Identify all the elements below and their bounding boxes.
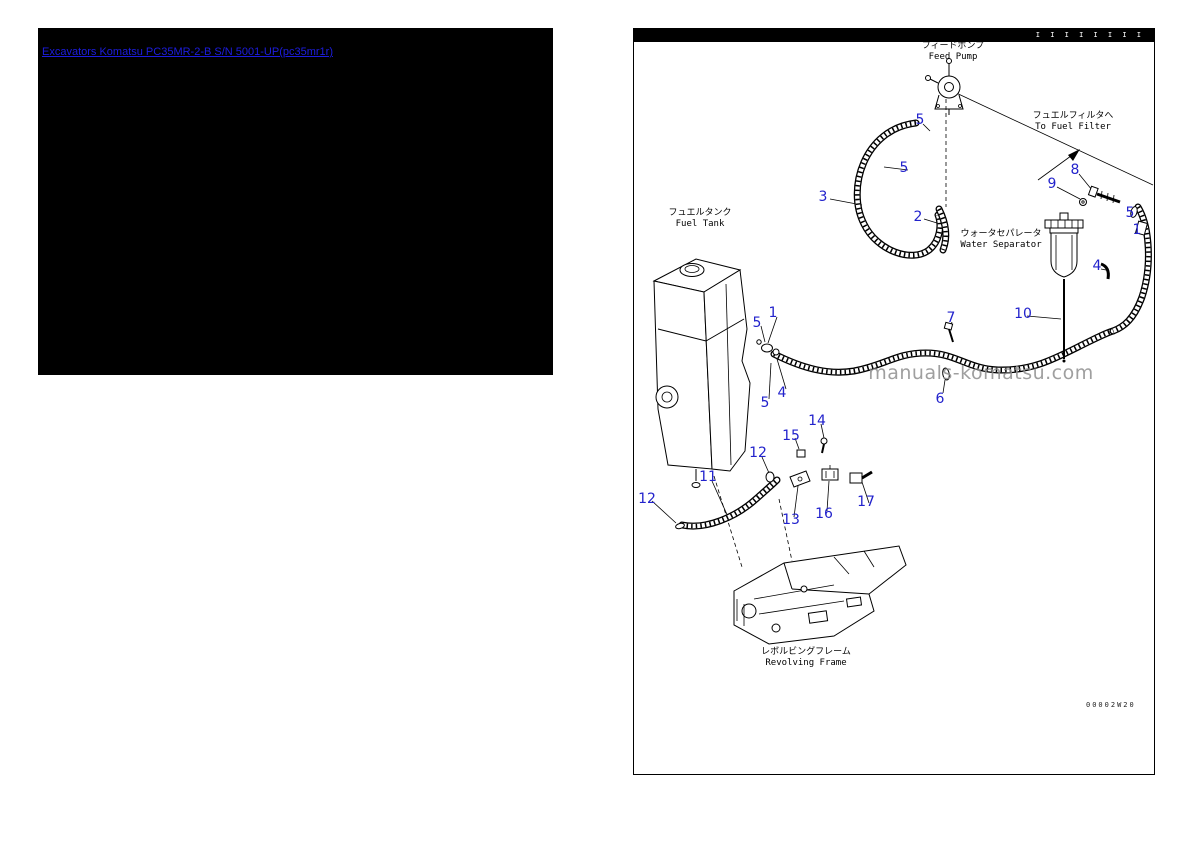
diagram-panel: I I I I I I I I [633, 28, 1155, 775]
manual-title-link[interactable]: Excavators Komatsu PC35MR-2-B S/N 5001-U… [42, 46, 333, 58]
panel-top-bar: I I I I I I I I [634, 29, 1154, 42]
lower-fittings-drawing [675, 437, 873, 530]
revolving-frame-drawing [733, 545, 907, 645]
tank-fittings-drawing [756, 339, 780, 356]
clamp-6-drawing [942, 367, 950, 381]
parts-diagram-linework [651, 58, 1154, 645]
right-fittings-drawing [1100, 206, 1148, 280]
bolt-7-drawing [943, 321, 954, 343]
top-bar-marks: I I I I I I I I [1035, 31, 1144, 39]
left-black-panel [38, 28, 553, 375]
hose-3-drawing [857, 123, 940, 255]
bolt-8-drawing [1087, 185, 1121, 204]
fuel-tank-drawing [652, 258, 751, 488]
water-separator-drawing [1044, 212, 1084, 363]
sheet-code: 00002W20 [1086, 701, 1136, 709]
watermark: manuals-komatsu.com [868, 362, 1094, 384]
feed-pump-drawing [925, 58, 964, 115]
washer-9-drawing [1079, 198, 1087, 206]
leader-lines [651, 90, 1154, 568]
